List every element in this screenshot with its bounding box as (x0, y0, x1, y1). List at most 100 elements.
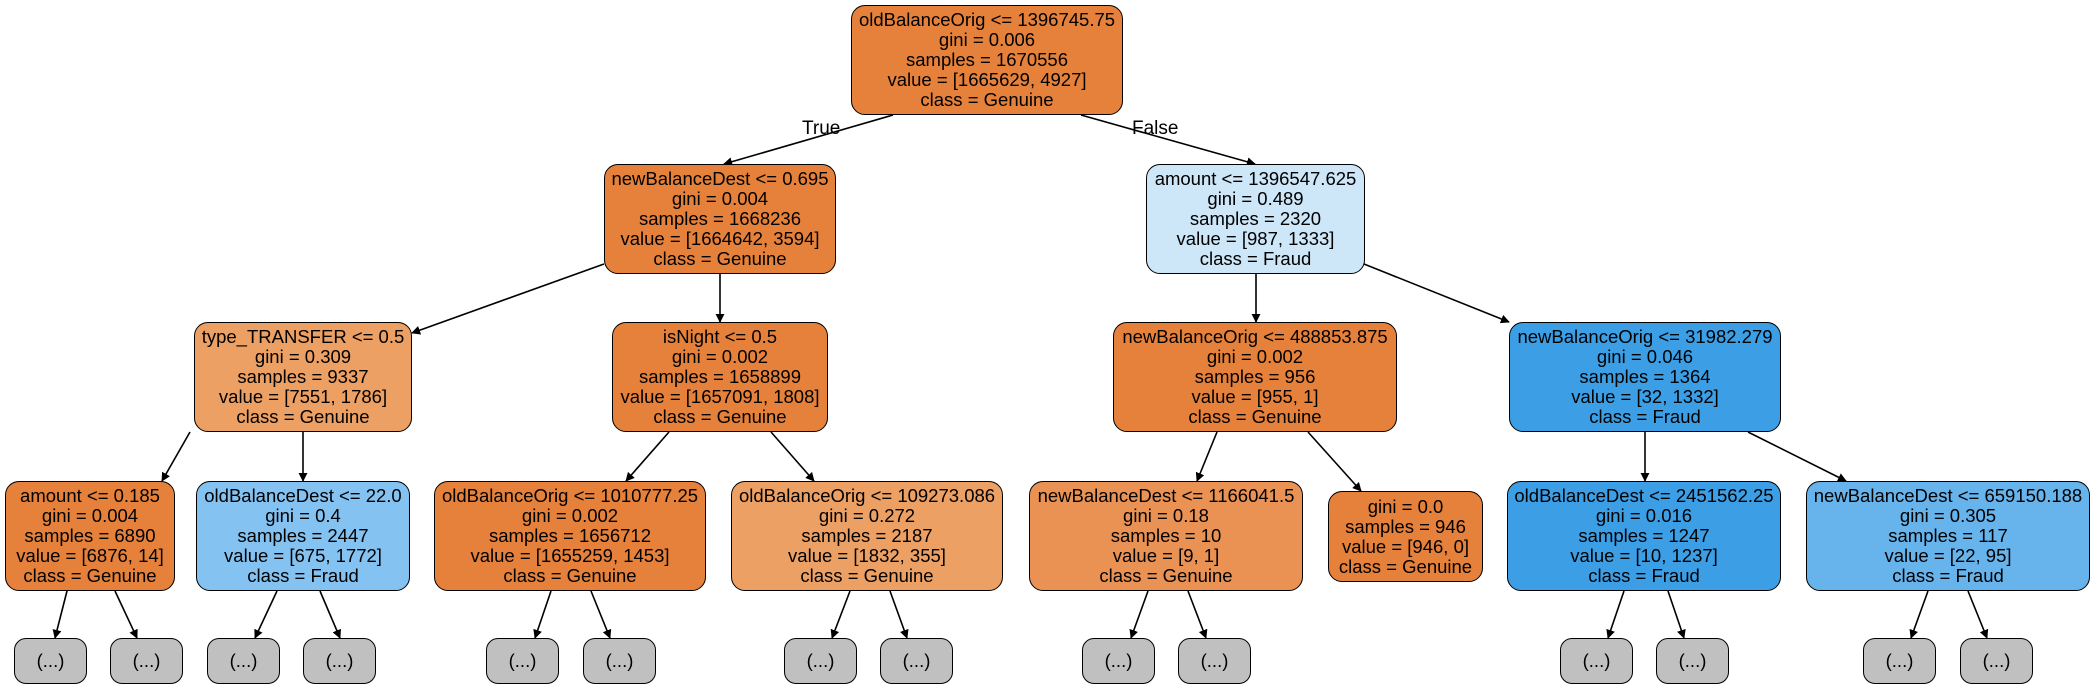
node-line: samples = 1247 (1578, 525, 1710, 546)
node-line: samples = 6890 (24, 525, 156, 546)
node-line: value = [1665629, 4927] (887, 69, 1087, 90)
node-line: value = [10, 1237] (1570, 545, 1718, 566)
tree-edges (52, 114, 1989, 639)
edge-rrl-to-t11 (1606, 590, 1625, 639)
node-truncated: (...) (1656, 638, 1729, 684)
node-line: newBalanceDest <= 1166041.5 (1037, 485, 1295, 506)
node-line: isNight <= 0.5 (662, 326, 778, 347)
node-line: samples = 946 (1345, 515, 1466, 537)
node-truncated: (...) (1863, 638, 1936, 684)
node-truncated: (...) (486, 638, 559, 684)
node-line: samples = 1656712 (489, 525, 651, 546)
node-line: samples = 1364 (1579, 366, 1711, 387)
edge-root-to-r (1080, 114, 1256, 167)
node-line: class = Genuine (1188, 406, 1322, 427)
node-line: gini = 0.016 (1595, 505, 1693, 526)
edge-ll-to-lll (161, 431, 191, 482)
truncated-label: (...) (1104, 650, 1133, 671)
node-line: value = [955, 1] (1191, 386, 1319, 407)
node-line: newBalanceDest <= 659150.188 (1813, 485, 2083, 506)
node-line: value = [675, 1772] (224, 545, 382, 566)
node-line: gini = 0.002 (521, 505, 619, 526)
truncated-label: (...) (1678, 650, 1707, 671)
edge-lrl-to-t5 (533, 590, 552, 639)
node-line: class = Genuine (503, 565, 637, 586)
node-line: class = Genuine (653, 406, 787, 427)
edge-lrr-to-t7 (830, 590, 851, 639)
edge-label-true: True (802, 118, 841, 139)
edge-llr-to-t3 (254, 590, 278, 639)
edge-llr-to-t4 (319, 590, 341, 639)
edge-rl-to-rlr (1307, 431, 1362, 492)
node-line: value = [1657091, 1808] (620, 386, 820, 407)
node-line: value = [7551, 1786] (218, 386, 388, 407)
node-truncated: (...) (1960, 638, 2033, 684)
node-line: samples = 2320 (1189, 208, 1322, 229)
edge-l-to-ll (411, 263, 605, 335)
edge-lrl-to-t6 (590, 590, 612, 639)
node-line: oldBalanceDest <= 22.0 (204, 485, 402, 506)
node-line: gini = 0.489 (1207, 188, 1304, 209)
node-line: class = Fraud (1589, 406, 1701, 427)
node-truncated: (...) (880, 638, 953, 684)
node-line: class = Fraud (247, 565, 359, 586)
node-line: value = [1664642, 3594] (620, 228, 820, 249)
node-line: gini = 0.272 (818, 505, 916, 526)
node-line: samples = 9337 (237, 366, 369, 387)
node-line: gini = 0.309 (254, 346, 352, 367)
node-truncated: (...) (207, 638, 280, 684)
edge-rrr-to-rrrT1 (1909, 590, 1929, 639)
edge-r-to-rr (1363, 263, 1510, 324)
edge-lll-to-t2 (114, 590, 138, 639)
node-line: gini = 0.002 (1206, 346, 1304, 367)
node-line: class = Genuine (236, 406, 370, 427)
truncated-label: (...) (806, 650, 835, 671)
edge-rll-to-t10 (1187, 590, 1208, 639)
node-line: class = Genuine (1099, 565, 1233, 586)
node-line: value = [9, 1] (1112, 545, 1220, 566)
edge-lrr-to-t8 (889, 590, 909, 639)
truncated-label: (...) (605, 650, 634, 671)
node-truncated: (...) (784, 638, 857, 684)
node-line: amount <= 0.185 (20, 485, 160, 506)
node-line: samples = 1670556 (906, 49, 1068, 70)
node-truncated: (...) (1560, 638, 1633, 684)
node-line: class = Genuine (23, 565, 157, 586)
edge-lr-to-lrl (625, 431, 670, 482)
node-line: class = Genuine (800, 565, 934, 586)
node-line: gini = 0.4 (265, 505, 341, 526)
node-line: type_TRANSFER <= 0.5 (201, 326, 405, 347)
node-line: gini = 0.305 (1899, 505, 1997, 526)
node-line: value = [22, 95] (1884, 545, 2012, 566)
node-line: oldBalanceOrig <= 109273.086 (738, 485, 996, 506)
truncated-label: (...) (229, 650, 258, 671)
node-line: samples = 117 (1888, 525, 2008, 546)
node-line: gini = 0.046 (1596, 346, 1694, 367)
edge-lll-to-t1 (52, 590, 68, 639)
node-truncated: (...) (1082, 638, 1155, 684)
node-line: gini = 0.002 (671, 346, 769, 367)
node-truncated: (...) (303, 638, 376, 684)
node-line: class = Fraud (1892, 565, 2004, 586)
edge-label-false: False (1132, 118, 1179, 139)
node-line: class = Fraud (1199, 248, 1312, 269)
edge-rr-to-rrr (1747, 431, 1847, 482)
truncated-label: (...) (132, 650, 161, 671)
node-line: gini = 0.004 (41, 505, 139, 526)
node-line: gini = 0.18 (1123, 505, 1209, 526)
edge-rl-to-rll (1195, 431, 1218, 482)
truncated-label: (...) (1200, 650, 1229, 671)
edge-rll-to-t9 (1129, 590, 1149, 639)
node-line: oldBalanceOrig <= 1396745.75 (858, 9, 1116, 30)
